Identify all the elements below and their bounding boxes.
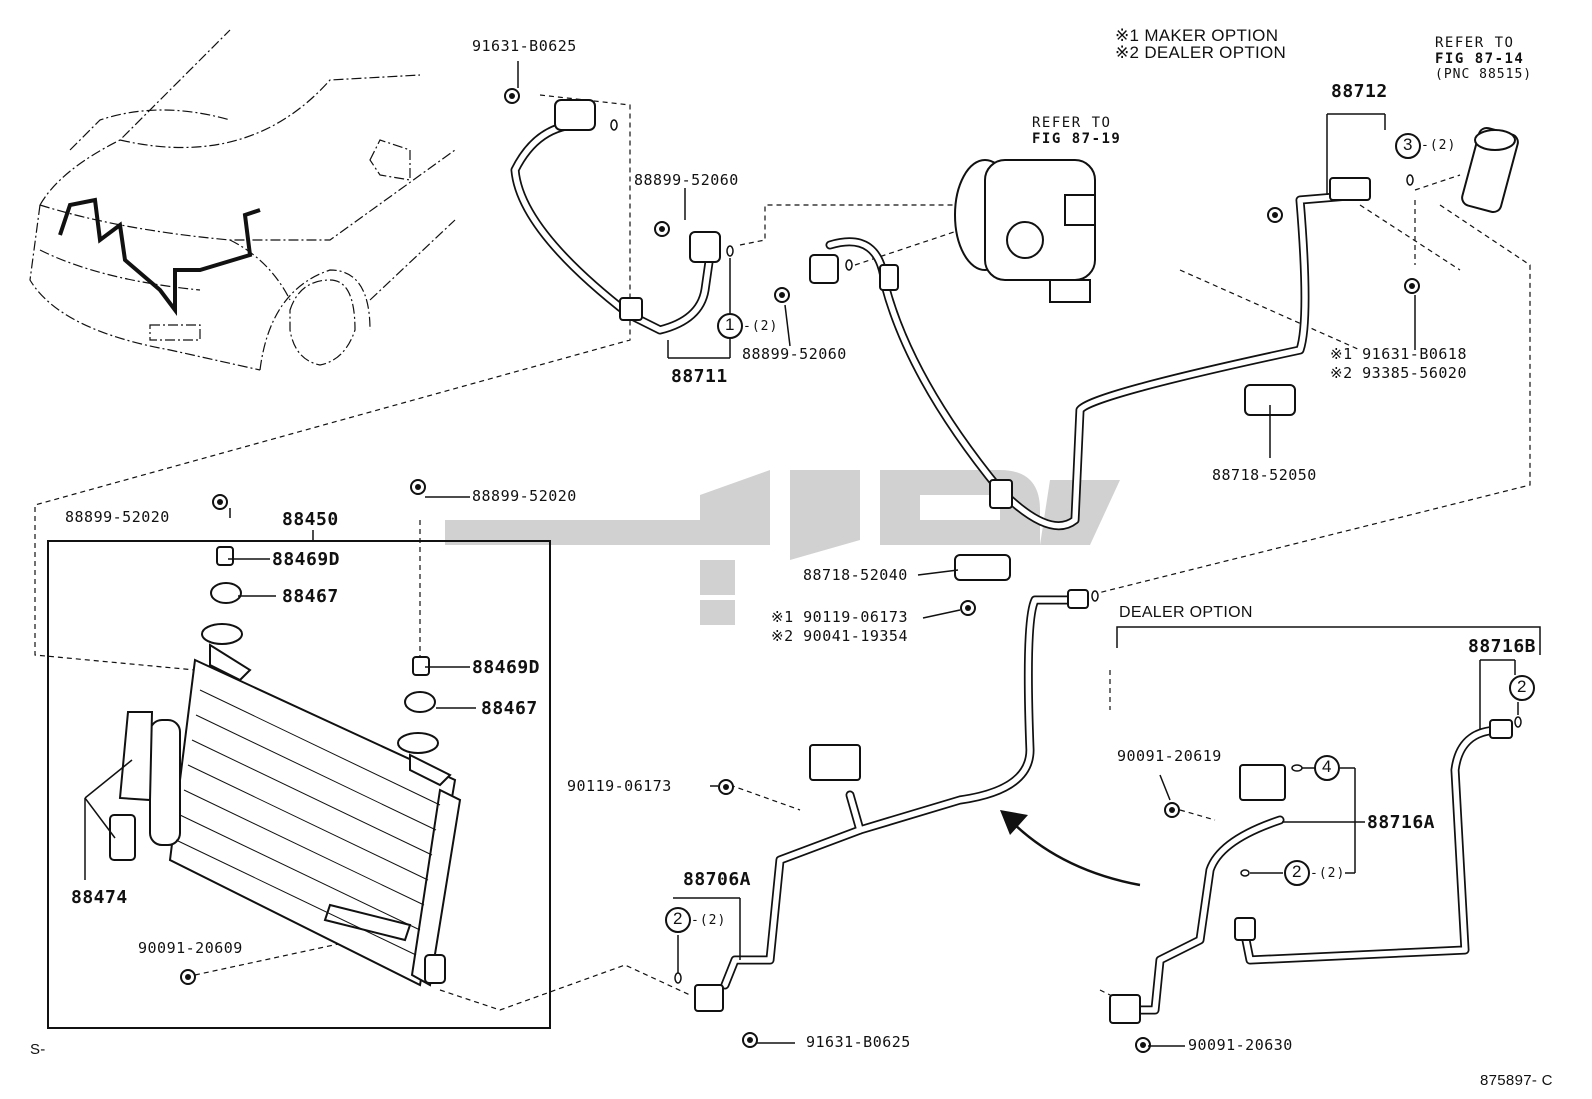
refer-87-19-line1: REFER TO (1032, 115, 1112, 131)
callout-3-circle (1395, 133, 1421, 159)
refer-87-14-line1: REFER TO (1435, 35, 1515, 51)
part-label-91631-b0618: ※1 91631-B0618 (1330, 345, 1467, 363)
car-ac-pipe-highlight (58, 197, 261, 316)
refer-fig-87-19: REFER TO FIG 87-19 (1032, 115, 1121, 147)
part-label-88474: 88474 (71, 887, 128, 908)
fittings (554, 99, 1519, 1024)
callout-2b-number: 2 (1517, 677, 1527, 696)
condenser-frame (47, 540, 551, 1029)
callout-2c-circle (1284, 860, 1310, 886)
refer-87-14-line3: (PNC 88515) (1435, 67, 1533, 82)
maker-option-note: ※1 MAKER OPTION (1115, 26, 1279, 45)
flow-arrow-icon (1000, 810, 1141, 887)
o-rings (610, 119, 1522, 984)
condenser (109, 546, 462, 987)
callout-2a-qty: -(2) (691, 913, 727, 928)
condenser-fins (175, 689, 441, 956)
dealer-option-box-title: DEALER OPTION (1119, 604, 1253, 621)
refer-87-14-line2: FIG 87-14 (1435, 51, 1525, 67)
part-label-91631-b0625-top: 91631-B0625 (472, 37, 577, 55)
part-label-90091-20619: 90091-20619 (1117, 747, 1222, 765)
part-label-88467-top: 88467 (282, 586, 339, 607)
part-label-88899-52060-b: 88899-52060 (742, 345, 847, 363)
car-silhouette (29, 29, 456, 371)
part-label-88718-52050: 88718-52050 (1212, 466, 1317, 484)
callout-3-qty: -(2) (1421, 138, 1457, 153)
part-label-90091-20630: 90091-20630 (1188, 1036, 1293, 1054)
part-label-90119-06173-opt: ※1 90119-06173 (771, 608, 908, 626)
option-notes: ※1 MAKER OPTION ※2 DEALER OPTION (1115, 27, 1286, 61)
part-label-93385-56020: ※2 93385-56020 (1330, 364, 1467, 382)
refer-87-19-line2: FIG 87-19 (1032, 131, 1122, 147)
callout-3-number: 3 (1403, 135, 1413, 154)
part-label-88467-mid: 88467 (481, 698, 538, 719)
part-label-88711: 88711 (671, 366, 728, 387)
callout-2a-circle (665, 907, 691, 933)
callout-2b-circle (1509, 675, 1535, 701)
part-label-88716b: 88716B (1468, 636, 1537, 657)
dashed-guides (34, 94, 1531, 1011)
part-label-88716a: 88716A (1367, 812, 1436, 833)
part-label-88899-52020-right: 88899-52020 (472, 487, 577, 505)
callout-4-number: 4 (1322, 757, 1332, 776)
part-label-91631-b0625-bottom: 91631-B0625 (806, 1033, 911, 1051)
part-label-88899-52060-a: 88899-52060 (634, 171, 739, 189)
callout-2a-number: 2 (673, 909, 683, 928)
callout-1-circle (717, 313, 743, 339)
callout-1-number: 1 (725, 315, 735, 334)
part-label-90091-20609: 90091-20609 (138, 939, 243, 957)
callout-circles (665, 133, 1535, 933)
dealer-option-note: ※2 DEALER OPTION (1115, 43, 1287, 62)
part-label-88450: 88450 (282, 509, 339, 530)
callout-1-qty: -(2) (743, 319, 779, 334)
part-label-88706a: 88706A (683, 869, 752, 890)
part-label-88469d-mid: 88469D (472, 657, 541, 678)
callout-2c-number: 2 (1292, 862, 1302, 881)
callout-4-circle (1314, 755, 1340, 781)
part-label-88469d-top: 88469D (272, 549, 341, 570)
watermark-logo (445, 470, 1120, 625)
part-label-90041-19354: ※2 90041-19354 (771, 627, 908, 645)
refer-fig-87-14: REFER TO FIG 87-14 (PNC 88515) (1435, 35, 1532, 82)
part-label-90119-06173: 90119-06173 (567, 777, 672, 795)
diagram-id: 875897- C (1480, 1072, 1553, 1089)
part-label-88718-52040: 88718-52040 (803, 566, 908, 584)
part-label-88712: 88712 (1331, 81, 1388, 102)
compressor (954, 159, 1096, 303)
corner-label-left: S- (30, 1041, 46, 1058)
callout-2c-qty: -(2) (1310, 866, 1346, 881)
part-label-88899-52020-left: 88899-52020 (65, 508, 170, 526)
